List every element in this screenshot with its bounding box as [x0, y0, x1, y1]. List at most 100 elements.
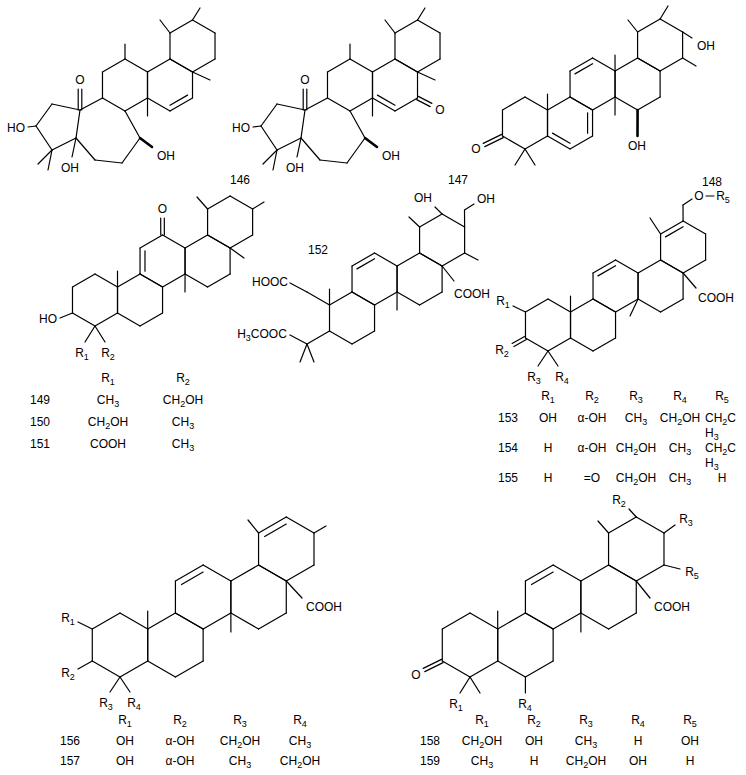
bond-line: [661, 221, 684, 234]
bond-line: [259, 517, 287, 533]
compound-number: 152: [307, 243, 329, 257]
table-cell: CH3: [668, 441, 692, 455]
atom-label: HO: [231, 121, 251, 135]
bond-line: [683, 273, 696, 288]
table-cell: OH: [524, 734, 544, 748]
table-cell: H: [685, 754, 696, 768]
bond-line: [548, 299, 571, 312]
bond-line: [420, 214, 443, 227]
bond-line: [525, 677, 526, 693]
table-cell: OH: [680, 734, 700, 748]
bond-line: [261, 104, 277, 126]
bond-line: [95, 313, 118, 326]
bond-line: [92, 613, 120, 629]
bond-line: [547, 94, 548, 110]
bond-line: [581, 565, 609, 581]
bond-line: [660, 19, 683, 32]
bond-line: [265, 524, 287, 536]
bond-line: [125, 111, 140, 138]
bond-line: [525, 97, 548, 110]
atom-label: O: [157, 202, 168, 216]
table-header: R3: [232, 713, 248, 727]
bond-line: [525, 565, 553, 581]
bond-line: [532, 572, 554, 584]
bond-line: [185, 235, 208, 248]
bond-line: [372, 98, 373, 116]
bond-line: [442, 629, 443, 661]
bond-line: [170, 59, 193, 72]
bond-line: [214, 33, 215, 59]
bond-line: [423, 659, 441, 668]
bond-line: [72, 138, 76, 157]
bond-line: [352, 253, 375, 266]
bond-line: [147, 98, 148, 116]
bond-line: [365, 138, 377, 147]
bond-line: [162, 287, 163, 313]
bond-line: [396, 266, 397, 292]
atom-label: O: [470, 142, 481, 156]
bond-line: [396, 292, 397, 310]
bond-line: [193, 59, 216, 72]
bond-line: [538, 351, 548, 366]
bond-line: [636, 517, 664, 533]
bond-line: [630, 299, 638, 316]
bond-line: [48, 150, 52, 170]
atom-label: R4: [126, 696, 142, 710]
bond-line: [418, 96, 432, 103]
bond-line: [650, 218, 661, 234]
bond-line: [118, 274, 141, 287]
bond-line: [175, 613, 203, 629]
bond-line: [660, 58, 683, 71]
table-cell: OH: [115, 734, 135, 748]
bond-line: [259, 565, 287, 581]
bond-line: [616, 260, 639, 273]
bond-line: [253, 126, 261, 127]
atom-label: O: [299, 73, 310, 87]
bond-line: [175, 613, 203, 629]
bond-line: [286, 581, 287, 613]
table-cell: α-OH: [577, 411, 608, 425]
bond-line: [548, 97, 571, 110]
bond-line: [78, 89, 79, 110]
bond-line: [301, 138, 320, 160]
bond-line: [259, 613, 287, 629]
bond-line: [442, 214, 465, 227]
bond-line: [252, 209, 253, 235]
compound-number: 154: [497, 441, 519, 455]
bond-line: [122, 138, 140, 163]
atom-label: OH: [60, 161, 80, 175]
bond-line: [185, 274, 208, 287]
bond-line: [442, 266, 454, 281]
bond-line: [628, 20, 638, 32]
bond-line: [78, 661, 92, 669]
atom-label: OH: [285, 161, 305, 175]
bond-line: [301, 110, 305, 138]
bond-line: [231, 613, 259, 629]
bond-line: [525, 661, 553, 677]
bond-line: [374, 305, 375, 331]
bond-line: [418, 20, 441, 33]
bond-line: [208, 196, 231, 209]
bond-line: [706, 195, 714, 196]
bond-line: [593, 299, 616, 312]
bond-line: [120, 677, 130, 692]
bond-line: [592, 110, 593, 136]
atom-label: R1: [448, 697, 464, 711]
bond-line: [548, 338, 571, 351]
bond-line: [570, 136, 593, 149]
bond-line: [394, 33, 395, 59]
bond-line: [72, 287, 73, 313]
bond-line: [144, 251, 145, 271]
bond-line: [609, 565, 637, 581]
bond-line: [95, 160, 122, 163]
bond-line: [184, 248, 185, 274]
bond-line: [372, 59, 395, 72]
atom-label: O: [434, 103, 445, 117]
bond-line: [327, 98, 350, 111]
bond-line: [638, 19, 661, 32]
bond-line: [636, 581, 637, 613]
bond-line: [395, 98, 418, 111]
bond-line: [125, 98, 148, 111]
bond-line: [570, 58, 593, 71]
bond-line: [230, 581, 231, 613]
